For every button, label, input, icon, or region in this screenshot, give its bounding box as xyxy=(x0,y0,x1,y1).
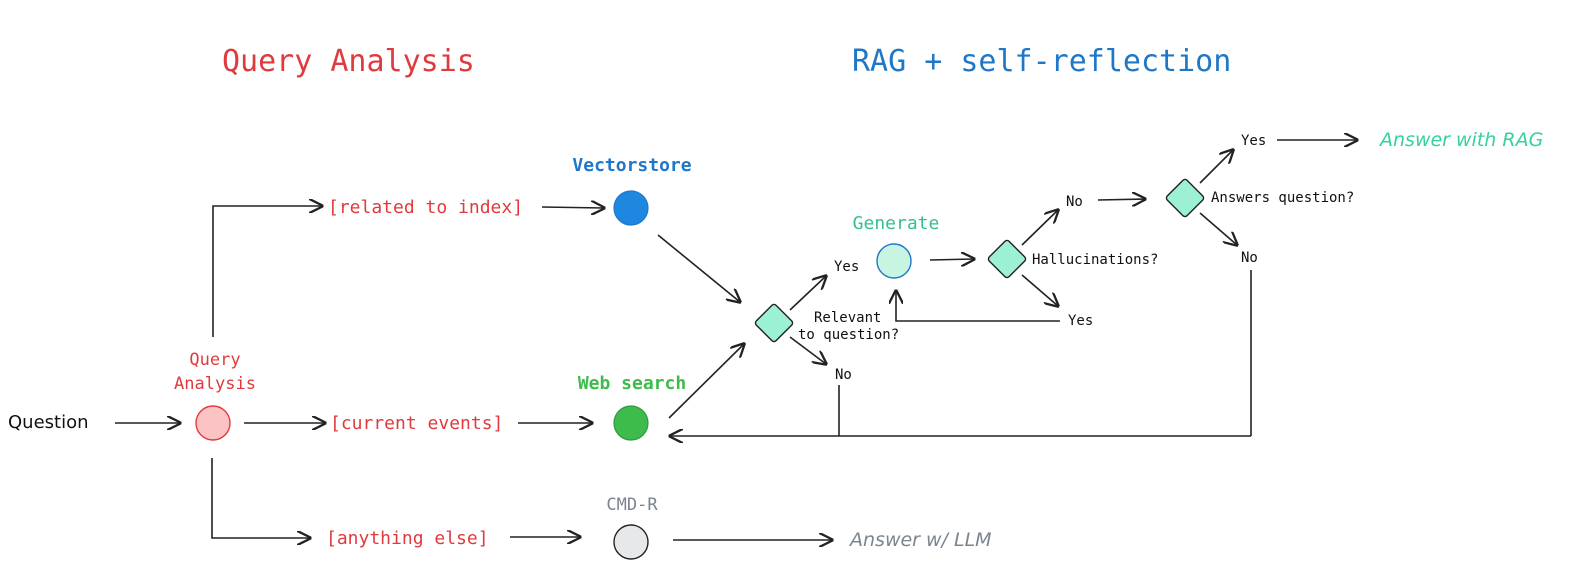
relevant-label-line1: Relevant xyxy=(814,310,881,326)
question-label: Question xyxy=(8,412,89,433)
hallucinations-yes-label: Yes xyxy=(1068,313,1093,329)
answers-decision-node xyxy=(1165,178,1205,218)
route-related-to-index: [related to index] xyxy=(328,197,523,218)
relevant-label-line2: to question? xyxy=(798,327,899,343)
arrow-no-to-answers xyxy=(1097,199,1145,200)
arrow-websearch-to-relevant xyxy=(668,344,744,419)
arrow-index-to-vectorstore xyxy=(541,207,604,208)
generate-label: Generate xyxy=(853,213,940,234)
title-rag-self-reflection: RAG + self-reflection xyxy=(852,44,1231,79)
relevant-decision-node xyxy=(754,303,794,343)
hallucinations-decision-node xyxy=(987,239,1027,279)
answers-no-label: No xyxy=(1241,250,1258,266)
web-search-label: Web search xyxy=(578,373,686,394)
route-current-events: [current events] xyxy=(330,413,503,434)
arrow-analysis-to-index xyxy=(212,206,322,337)
arrow-answers-no xyxy=(1199,212,1237,245)
arrow-generate-to-hallucinations xyxy=(929,259,974,260)
arrow-vectorstore-to-relevant xyxy=(657,234,740,302)
answer-rag-label: Answer with RAG xyxy=(1378,129,1543,151)
cmd-r-node xyxy=(613,524,649,560)
web-search-node xyxy=(613,405,649,441)
answer-llm-label: Answer w/ LLM xyxy=(848,529,992,551)
query-analysis-node xyxy=(195,405,231,441)
hallucinations-label: Hallucinations? xyxy=(1032,252,1158,268)
arrow-answers-yes xyxy=(1199,150,1233,184)
relevant-no-label: No xyxy=(835,367,852,383)
arrow-hallucinations-yes xyxy=(1021,274,1058,306)
arrow-hallucinations-retry xyxy=(896,291,1060,322)
title-query-analysis: Query Analysis xyxy=(222,44,475,79)
answers-question-label: Answers question? xyxy=(1211,190,1354,206)
vectorstore-label: Vectorstore xyxy=(572,155,691,176)
query-analysis-label-line2: Analysis xyxy=(174,374,256,394)
query-analysis-label-line1: Query xyxy=(189,350,240,370)
generate-node xyxy=(876,243,912,279)
arrow-hallucinations-no xyxy=(1021,210,1058,246)
arrow-relevant-yes xyxy=(789,276,826,311)
answers-yes-label: Yes xyxy=(1241,133,1266,149)
arrow-relevant-no xyxy=(789,336,826,364)
vectorstore-node xyxy=(613,190,649,226)
hallucinations-no-label: No xyxy=(1066,194,1083,210)
relevant-yes-label: Yes xyxy=(834,259,859,275)
cmd-r-label: CMD-R xyxy=(606,495,658,515)
route-anything-else: [anything else] xyxy=(326,528,489,549)
arrow-analysis-to-else xyxy=(211,458,310,538)
